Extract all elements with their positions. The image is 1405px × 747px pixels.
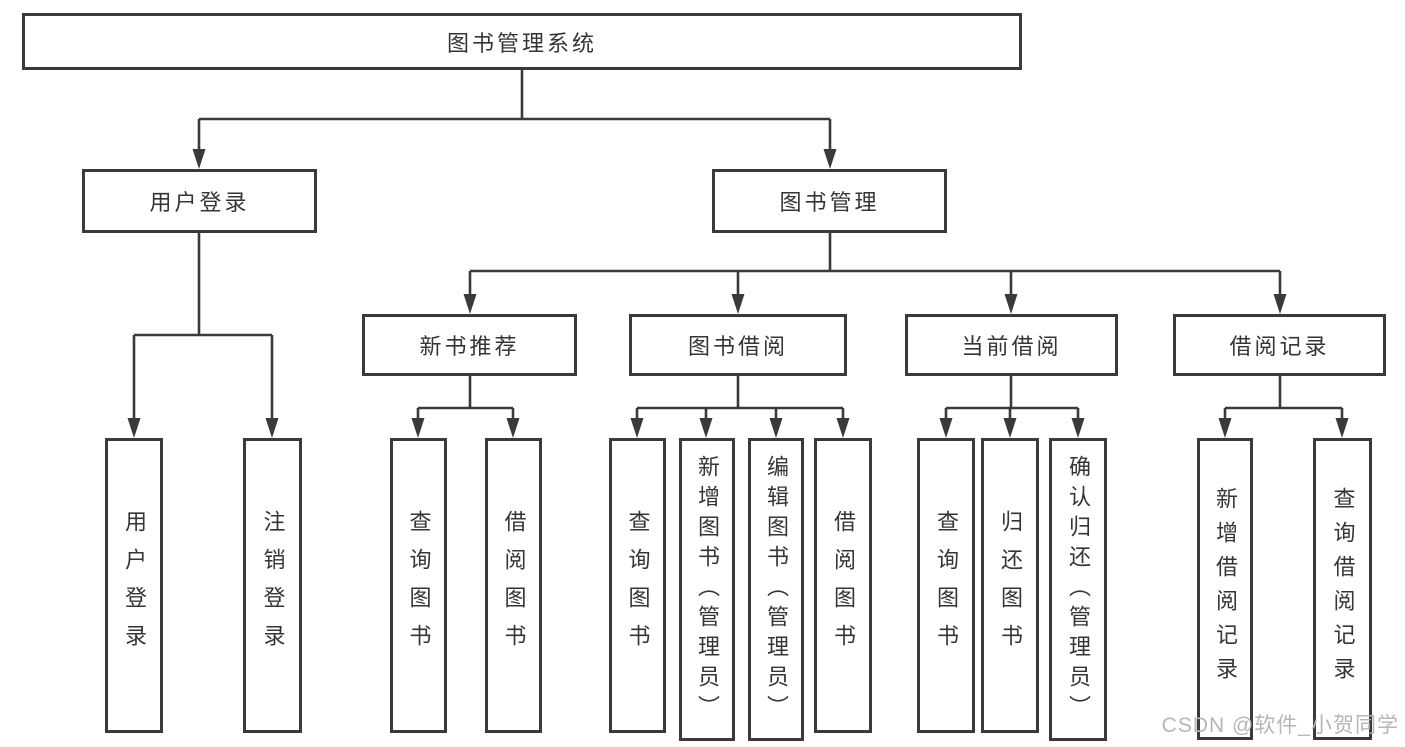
node-library-management-system: 图书管理系统: [22, 13, 1022, 70]
leaf-return-books: 归还图书: [981, 438, 1039, 733]
leaf-query-books-3: 查询图书: [917, 438, 975, 733]
leaf-user-login: 用户登录: [105, 438, 163, 733]
leaf-query-books-1: 查询图书: [390, 438, 447, 733]
leaf-logout: 注销登录: [243, 438, 302, 733]
node-book-management: 图书管理: [712, 169, 947, 233]
node-new-book-recommend: 新书推荐: [362, 314, 577, 376]
node-borrowing-records: 借阅记录: [1173, 314, 1386, 376]
node-user-login: 用户登录: [82, 169, 317, 233]
leaf-add-books-admin: 新增图书（管理员）: [679, 438, 735, 741]
leaf-borrow-books-1: 借阅图书: [485, 438, 542, 733]
leaf-edit-books-admin: 编辑图书（管理员）: [748, 438, 804, 741]
csdn-watermark: CSDN @软件_小贺同学: [1161, 714, 1399, 737]
node-current-borrowing: 当前借阅: [905, 314, 1118, 376]
node-book-borrowing: 图书借阅: [629, 314, 847, 376]
leaf-add-borrow-record: 新增借阅记录: [1197, 438, 1253, 740]
connector-elbows: [132, 70, 1344, 420]
leaf-query-books-2: 查询图书: [609, 438, 666, 733]
leaf-borrow-books-2: 借阅图书: [814, 438, 872, 733]
leaf-confirm-return-admin: 确认归还（管理员）: [1049, 438, 1107, 741]
leaf-query-borrow-record: 查询借阅记录: [1313, 438, 1372, 740]
